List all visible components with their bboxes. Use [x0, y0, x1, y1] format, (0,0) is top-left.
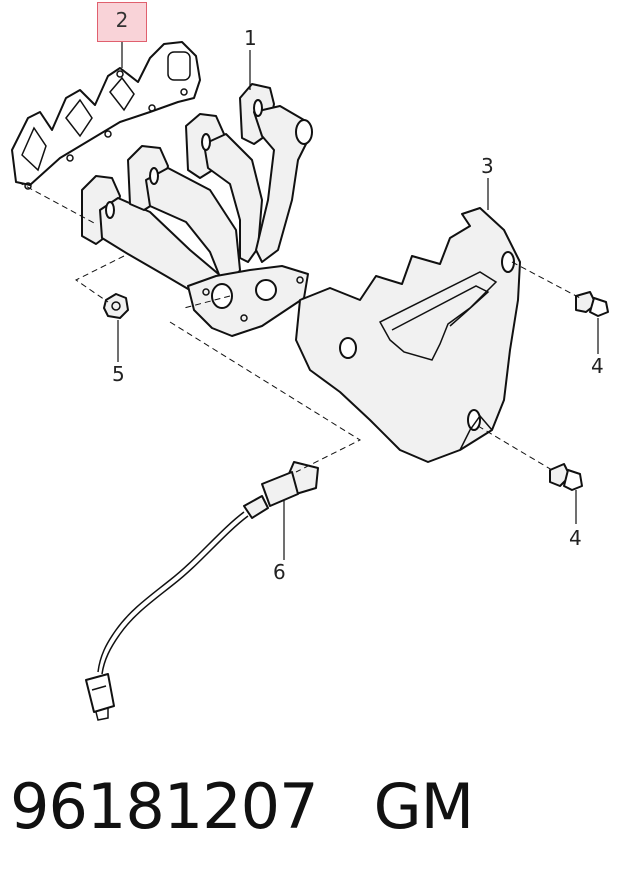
callout-4-lower: 4: [569, 526, 582, 550]
leader-lines: [117, 32, 599, 560]
callout-5: 5: [112, 362, 125, 386]
callout-6: 6: [273, 560, 286, 584]
exploded-parts-diagram: [11, 32, 609, 721]
part-caption: 96181207 GM: [10, 770, 475, 843]
exhaust-manifold: [81, 83, 313, 337]
callout-2-highlight: 2: [97, 2, 147, 42]
brand-name: GM: [373, 770, 475, 843]
part-number: 96181207: [10, 770, 319, 843]
heat-shield-bolt-upper: [575, 291, 609, 317]
callout-1: 1: [244, 26, 257, 50]
callout-3: 3: [481, 154, 494, 178]
oxygen-sensor: [85, 461, 319, 721]
exhaust-manifold-gasket: [11, 41, 201, 190]
alignment-lines: [17, 181, 581, 473]
callout-2: 2: [115, 8, 129, 32]
heat-shield: [295, 207, 521, 463]
manifold-nut: [103, 293, 129, 319]
callout-4-upper: 4: [591, 354, 604, 378]
heat-shield-bolt-lower: [549, 463, 583, 491]
